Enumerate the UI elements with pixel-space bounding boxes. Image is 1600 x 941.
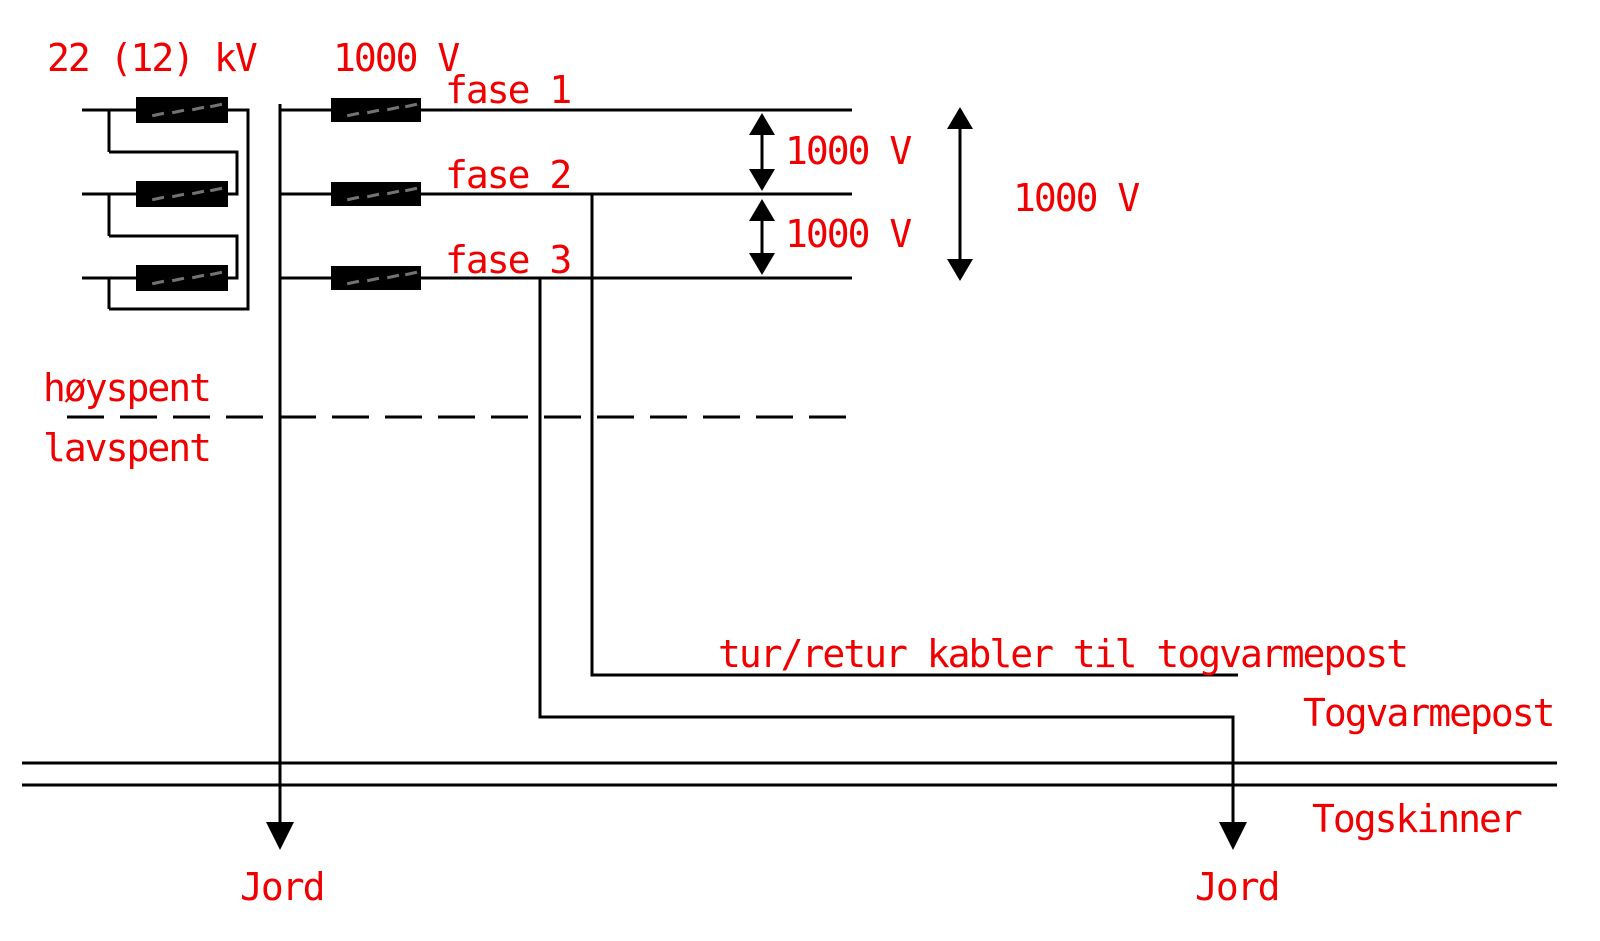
jord-right-label: Jord bbox=[1195, 865, 1279, 909]
hoyspent-label: høyspent bbox=[43, 366, 210, 410]
jord-arrow-right-icon bbox=[1219, 822, 1247, 850]
labels-group: 22 (12) kV 1000 V fase 1 fase 2 fase 3 1… bbox=[43, 36, 1556, 909]
cable-run-label: tur/retur kabler til togvarmepost bbox=[718, 632, 1407, 676]
togskinner-label: Togskinner bbox=[1312, 797, 1522, 841]
primary-winding-1 bbox=[136, 97, 228, 123]
primary-jumper-1 bbox=[109, 150, 239, 196]
voltage-dimension-arrows bbox=[749, 107, 973, 281]
voltage-f2-f3-label: 1000 V bbox=[785, 212, 911, 256]
primary-winding-3 bbox=[136, 265, 228, 291]
dimension-arrow-fase1-fase2 bbox=[749, 113, 775, 191]
primary-return-path bbox=[109, 108, 250, 311]
dimension-arrow-fase2-fase3 bbox=[749, 199, 775, 275]
secondary-voltage-label: 1000 V bbox=[333, 36, 459, 80]
jord-arrow-left-icon bbox=[266, 822, 294, 850]
fase-2-label: fase 2 bbox=[445, 153, 570, 197]
voltage-f1-f2-label: 1000 V bbox=[785, 129, 911, 173]
fase-3-label: fase 3 bbox=[445, 238, 570, 282]
rails-group bbox=[22, 761, 1557, 787]
primary-voltage-label: 22 (12) kV bbox=[47, 36, 257, 80]
primary-jumper-2 bbox=[109, 234, 239, 280]
togvarmepost-label: Togvarmepost bbox=[1303, 691, 1554, 735]
voltage-f1-f3-label: 1000 V bbox=[1013, 176, 1139, 220]
retur-cable-fase3 bbox=[538, 278, 1235, 828]
secondary-group bbox=[266, 98, 852, 850]
fase-1-label: fase 1 bbox=[445, 68, 570, 112]
lavspent-label: lavspent bbox=[43, 426, 210, 470]
primary-winding-group bbox=[82, 97, 250, 311]
dimension-arrow-fase1-fase3 bbox=[947, 107, 973, 281]
tur-cable-fase2 bbox=[590, 194, 1238, 677]
cable-group bbox=[538, 194, 1247, 850]
jord-left-label: Jord bbox=[240, 865, 324, 909]
